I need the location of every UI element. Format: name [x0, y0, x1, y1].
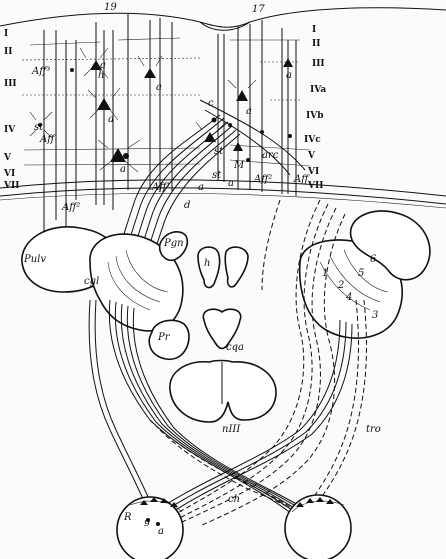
cortical-vertical-axons	[23, 14, 311, 262]
layer-4-label: 4	[345, 292, 352, 303]
right-layer-ivc: IVc	[304, 135, 321, 145]
aff1-label: Aff¹	[151, 182, 170, 193]
a-label-1: a	[100, 60, 106, 71]
layer-2-label: 2	[337, 280, 344, 291]
pulvinar-label: Pulv	[23, 254, 46, 265]
lateral-geniculate-nucleus-left	[89, 233, 184, 332]
a-label-3: a	[156, 82, 162, 93]
c-label: c	[208, 98, 214, 109]
lateral-geniculate-nucleus-right	[298, 239, 404, 339]
right-layer-ii: II	[312, 39, 320, 49]
g-label: g	[144, 516, 150, 527]
left-layer-iii: III	[4, 79, 17, 89]
cqa-label: cqa	[226, 342, 244, 353]
aff2-label-right: Aff²	[253, 174, 272, 185]
a-label-7: a	[198, 182, 204, 193]
left-eye	[116, 496, 184, 559]
left-layer-vii: VII	[3, 181, 19, 191]
left-layer-vi: VI	[3, 169, 15, 179]
left-layer-numerals: I II III IV V VI VII	[3, 29, 19, 191]
retina-label: R	[123, 512, 132, 523]
right-upper-nucleus	[349, 210, 431, 281]
right-eye	[284, 494, 352, 559]
left-layer-i: I	[4, 29, 8, 39]
area-19-label: 19	[104, 2, 117, 13]
nucleus-labels: Pulv cgl Pgn h Pr cqa nIII tro ch R g a …	[23, 238, 381, 537]
right-layer-vi: VI	[307, 167, 319, 177]
a-label-6: a	[286, 70, 292, 81]
left-layer-ii: II	[4, 47, 12, 57]
layer-5-label: 5	[358, 268, 364, 279]
area-17-label: 17	[252, 4, 265, 15]
a-label-2: a	[108, 114, 114, 125]
hypothalamic-nucleus-right	[224, 246, 249, 288]
right-layer-ivb: IVb	[306, 111, 324, 121]
a-label-4: a	[120, 164, 126, 175]
st-label-mid-a: st	[214, 146, 224, 157]
ch-label: ch	[228, 494, 240, 505]
aff-label-left: Aff	[39, 134, 56, 145]
aff3-label: Aff³	[31, 66, 50, 77]
m-label: M	[233, 160, 245, 171]
aff-label-right: Aff	[293, 174, 310, 185]
pretectal-nucleus	[148, 319, 190, 361]
n3-label: nIII	[222, 424, 241, 435]
pr-label: Pr	[157, 332, 171, 343]
dashed-fibres-left	[149, 419, 303, 517]
right-layer-numerals: I II III IVa IVb IVc V VI VII	[304, 25, 326, 191]
layer-3-label: 3	[372, 310, 378, 321]
superior-colliculus	[169, 359, 277, 423]
left-layer-iv: IV	[4, 125, 16, 135]
arc-label: arc	[262, 150, 279, 161]
tro-label: tro	[366, 424, 381, 435]
oculomotor-complex	[202, 308, 242, 350]
cortex	[0, 7, 446, 209]
aff2-label-left: Aff²	[61, 202, 80, 213]
right-layer-iii: III	[312, 59, 325, 69]
st-label-mid-b: st	[212, 170, 222, 181]
pregeniculate-nucleus	[158, 231, 189, 262]
right-layer-vii: VII	[307, 181, 323, 191]
cortex-labels: Aff³ Aff st Aff¹ Aff² Aff² Aff st st arc…	[31, 60, 310, 213]
pgn-label: Pgn	[163, 238, 184, 249]
h-label-nucleus: h	[204, 258, 210, 269]
st-label-left: st	[34, 122, 44, 133]
cortical-pyramidal-cells	[29, 47, 293, 173]
right-layer-v: V	[307, 151, 316, 161]
a-label-5: a	[246, 106, 252, 117]
layer-1-label: 1	[322, 268, 328, 279]
hypothalamic-nucleus-left	[197, 246, 221, 289]
right-layer-i: I	[312, 25, 316, 35]
layer-6-label: 6	[370, 254, 377, 265]
optic-tract-right	[149, 199, 367, 527]
left-layer-v: V	[3, 153, 12, 163]
cgl-label: cgl	[84, 276, 99, 287]
h-label-cortex: h	[98, 70, 104, 81]
a-label-eye: a	[158, 526, 164, 537]
d-label: d	[184, 200, 190, 211]
right-layer-iva: IVa	[310, 85, 326, 95]
a-label-8: a	[228, 178, 234, 189]
